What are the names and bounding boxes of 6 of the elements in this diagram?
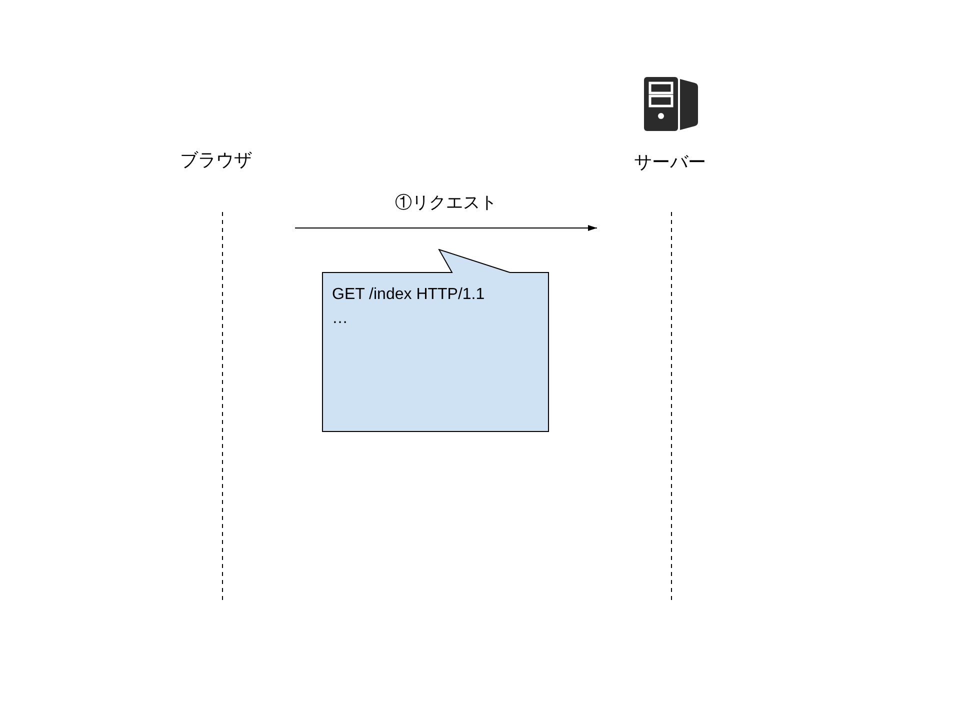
- node-label: ブラウザ: [180, 149, 252, 172]
- node-label: サーバー: [634, 151, 706, 174]
- arrow: [294, 225, 598, 231]
- edge-label: ①リクエスト: [395, 192, 497, 214]
- bubble-text: GET /index HTTP/1.1: [332, 285, 485, 305]
- bubble-text: …: [332, 309, 348, 329]
